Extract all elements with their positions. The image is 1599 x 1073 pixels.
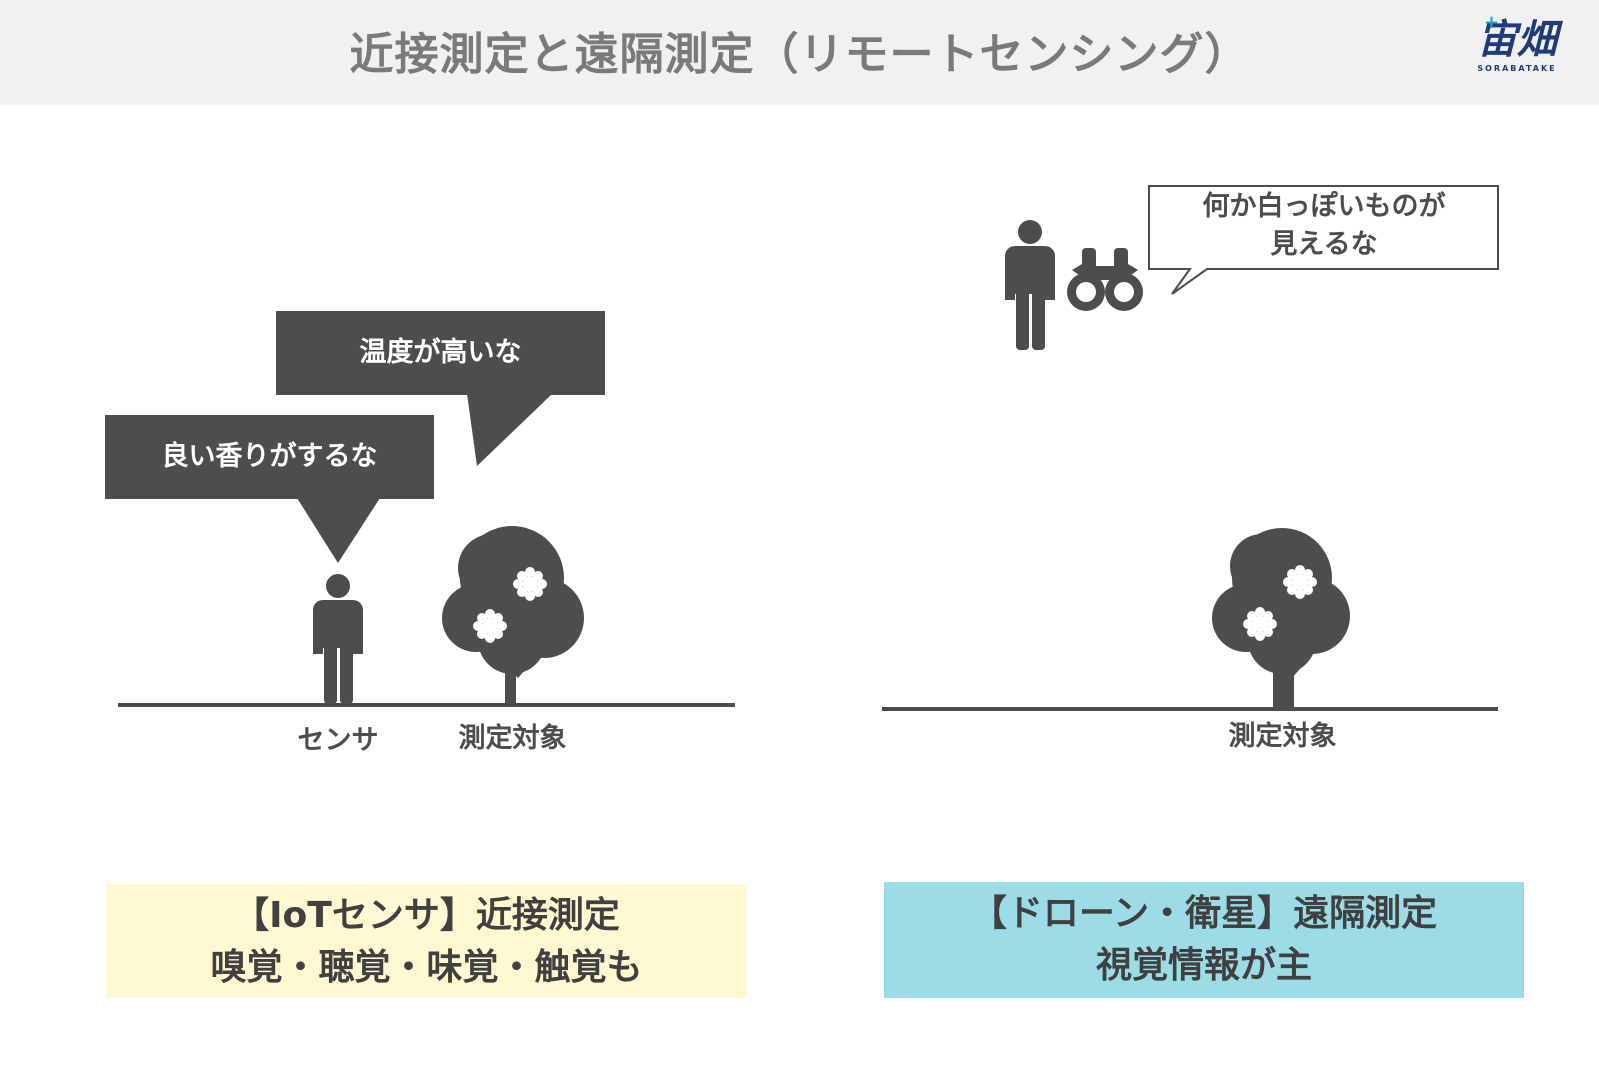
- remote-caption-line1: 【ドローン・衛星】遠隔測定: [970, 893, 1438, 934]
- page-title: 近接測定と遠隔測定（リモートセンシング）: [349, 29, 1250, 80]
- logo-plus-icon: +: [1484, 12, 1500, 33]
- binoculars-icon: [1067, 248, 1143, 311]
- person-sensor-icon: [313, 574, 363, 704]
- sensor-label: センサ: [297, 725, 379, 756]
- proximity-caption-line1: 【IoTセンサ】近接測定: [233, 895, 620, 936]
- tree-target-icon-left: [442, 526, 584, 705]
- observer-bubble-line2: 見えるな: [1270, 229, 1378, 260]
- temperature-bubble-tail: [467, 394, 552, 466]
- logo-mark: 宙畑: [1477, 17, 1557, 63]
- observer-bubble-line1: 何か白っぽいものが: [1202, 191, 1446, 222]
- smell-bubble-text: 良い香りがするな: [161, 441, 378, 472]
- remote-caption-line2: 視覚情報が主: [1095, 945, 1312, 986]
- sorabatake-logo: + 宙畑 SORABATAKE: [1462, 12, 1572, 88]
- remote-caption: 【ドローン・衛星】遠隔測定 視覚情報が主: [884, 882, 1524, 998]
- person-observer-icon: [1005, 220, 1055, 350]
- observer-bubble-text-box: 何か白っぽいものが 見えるな: [1152, 188, 1496, 266]
- right-target-label: 測定対象: [1228, 721, 1337, 752]
- tree-target-icon-right: [1212, 528, 1350, 708]
- proximity-caption-line2: 嗅覚・聴覚・味覚・触覚も: [210, 947, 643, 988]
- temperature-bubble-text: 温度が高いな: [359, 337, 522, 368]
- left-target-label: 測定対象: [458, 723, 567, 754]
- smell-speech-bubble: 良い香りがするな: [105, 415, 434, 499]
- proximity-caption: 【IoTセンサ】近接測定 嗅覚・聴覚・味覚・触覚も: [106, 884, 747, 998]
- logo-subtitle: SORABATAKE: [1477, 64, 1557, 73]
- temperature-speech-bubble: 温度が高いな: [276, 311, 605, 395]
- observer-speech-bubble: [1148, 185, 1499, 295]
- header-bar: [0, 0, 1599, 105]
- smell-bubble-tail: [297, 498, 380, 563]
